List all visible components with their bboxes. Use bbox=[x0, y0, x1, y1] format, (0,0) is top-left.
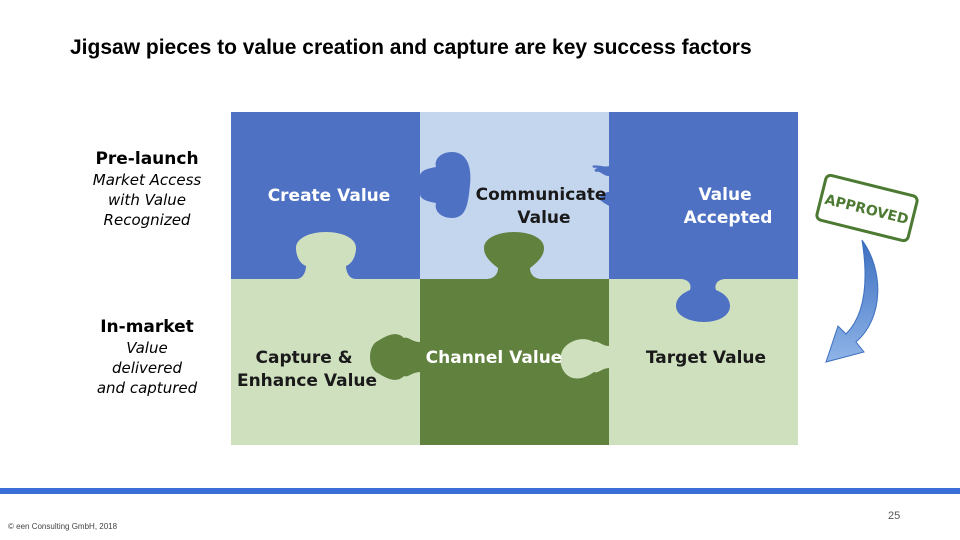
tab-target-to-channel bbox=[560, 339, 609, 379]
row-sub-line: and captured bbox=[96, 379, 198, 397]
tab-accepted-to-target bbox=[676, 279, 730, 322]
row-sub-line: with Value bbox=[108, 191, 186, 209]
curved-arrow-icon bbox=[825, 239, 879, 363]
label-communicate-value: Communicate Value bbox=[476, 185, 613, 228]
row-heading: Pre-launch bbox=[95, 149, 199, 169]
stamp-border bbox=[815, 173, 919, 243]
tab-create-to-communicate bbox=[420, 152, 471, 218]
slide-title: Jigsaw pieces to value creation and capt… bbox=[70, 36, 752, 59]
label-value-accepted: Value Accepted bbox=[684, 185, 773, 228]
tab-channel-to-communicate bbox=[484, 232, 544, 279]
tab-channel-to-capture bbox=[370, 334, 420, 380]
row-heading: In-market bbox=[100, 317, 194, 337]
row-sub-line: delivered bbox=[111, 359, 183, 377]
row-sub-line: Recognized bbox=[103, 211, 191, 229]
approved-stamp: APPROVED bbox=[815, 173, 919, 243]
row-label-prelaunch: Pre-launch Market Access with Value Reco… bbox=[47, 148, 247, 230]
row-label-inmarket: In-market Value delivered and captured bbox=[47, 316, 247, 398]
page-number: 25 bbox=[888, 510, 901, 522]
label-create-value: Create Value bbox=[268, 186, 391, 206]
copyright-notice: © een Consulting GmbH, 2018 bbox=[8, 522, 118, 531]
row-sub-line: Market Access bbox=[92, 171, 202, 189]
row-sub-line: Value bbox=[126, 339, 168, 357]
tab-accepted-to-communicate-knob bbox=[594, 166, 652, 210]
label-target-value: Target Value bbox=[646, 348, 766, 368]
label-capture-enhance: Capture & Enhance Value bbox=[237, 348, 377, 391]
label-channel-value: Channel Value bbox=[426, 348, 563, 368]
accent-bar bbox=[0, 488, 960, 494]
tab-capture-to-create bbox=[296, 232, 356, 279]
